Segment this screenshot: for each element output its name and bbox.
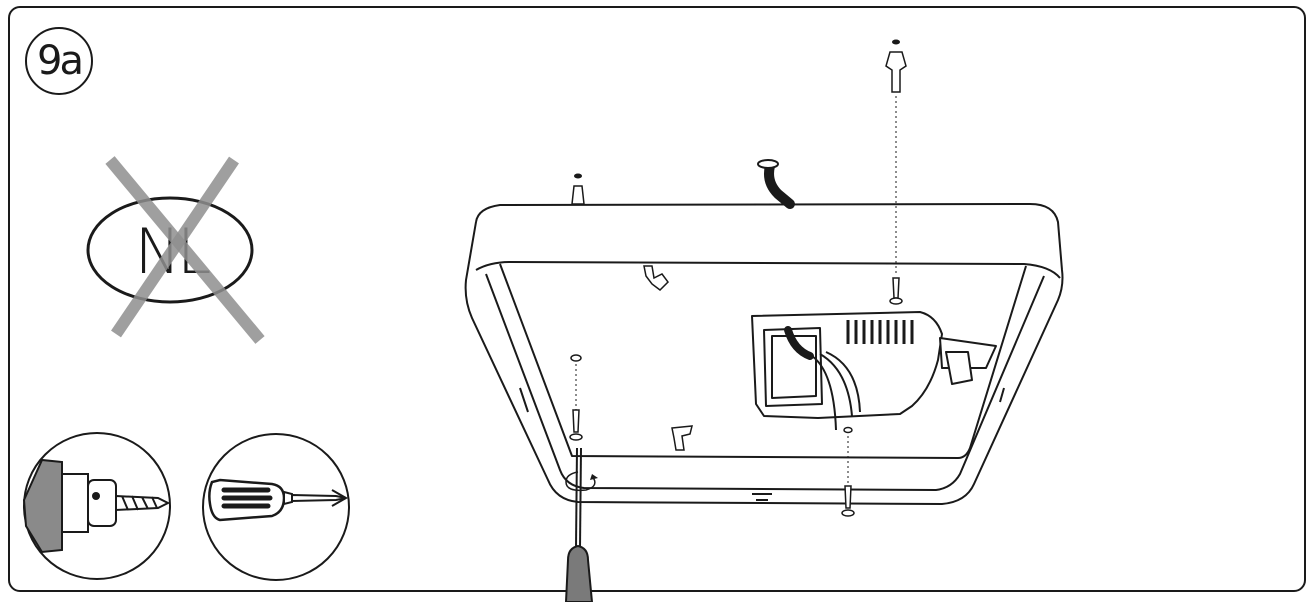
drill-icon <box>22 432 171 580</box>
step-badge-circle <box>25 27 93 95</box>
cross-out-icon <box>105 156 265 344</box>
screwdriver-icon <box>202 433 350 581</box>
step-number: 9a <box>37 38 84 84</box>
screw-icon <box>889 277 903 305</box>
country-marker: NL <box>86 156 266 346</box>
rotation-arrow-icon <box>565 471 596 492</box>
luminaire-outer-frame <box>464 203 1064 505</box>
mounting-clip-icon <box>643 265 693 451</box>
country-oval <box>86 196 254 304</box>
power-cable <box>764 161 795 209</box>
screwdriver-in-use <box>564 447 594 602</box>
driver-unit <box>751 311 997 419</box>
wall-plug-icon <box>885 51 907 93</box>
wire-bundle <box>784 326 814 360</box>
